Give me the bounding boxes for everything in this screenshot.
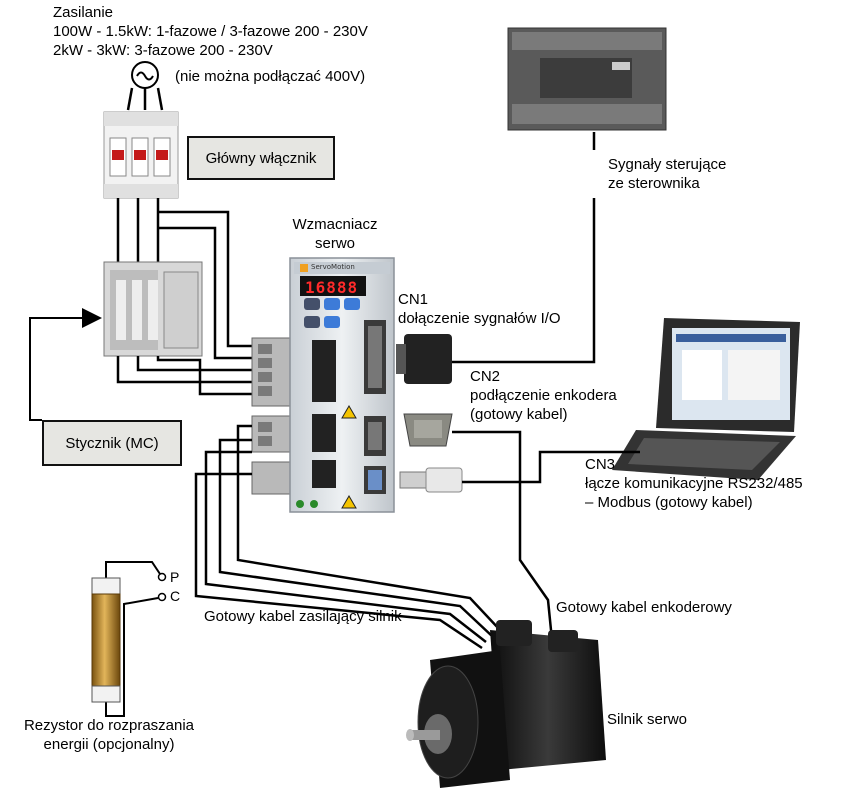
amplifier-label: Wzmacniacz serwo xyxy=(292,216,378,252)
contactor-label: Stycznik (MC) xyxy=(42,420,182,466)
contactor-icon xyxy=(103,261,203,357)
main-switch-label: Główny włącznik xyxy=(187,136,335,180)
drive-display: 16888 xyxy=(305,278,359,297)
breaker-wires xyxy=(116,198,160,270)
ac-source-icon xyxy=(126,61,164,111)
control-signals-label: Sygnały sterujące ze sterownika xyxy=(608,156,727,192)
encoder-cable xyxy=(452,430,554,641)
laptop-icon xyxy=(612,318,800,480)
cn2-plug-icon xyxy=(403,413,453,447)
power-feed-wires xyxy=(158,210,262,360)
cn3-label: CN3 łącze komunikacyjne RS232/485 – Modb… xyxy=(585,456,803,511)
main-breaker-icon xyxy=(103,111,179,199)
motor-power-cable xyxy=(194,424,501,650)
servo-amplifier-icon xyxy=(289,257,395,513)
cn1-label: CN1 dołączenie sygnałów I/O xyxy=(398,291,561,327)
power-supply-label: Zasilanie 100W - 1.5kW: 1-fazowe / 3-faz… xyxy=(53,4,368,59)
contactor-wires xyxy=(116,356,262,396)
servo-motor-icon xyxy=(406,620,606,788)
braking-resistor-icon xyxy=(91,561,167,717)
cn2-label: CN2 podłączenie enkodera (gotowy kabel) xyxy=(470,368,617,423)
plc-controller-icon xyxy=(507,27,667,131)
power-note-label: (nie można podłączać 400V) xyxy=(175,68,366,85)
control-signal-cable xyxy=(450,132,596,364)
communication-cable xyxy=(462,450,640,484)
contactor-control-arrow xyxy=(29,308,102,421)
drive-brand: ServoMotion xyxy=(311,263,355,271)
motor-cable-label: Gotowy kabel zasilający silnik xyxy=(204,608,402,625)
encoder-cable-label: Gotowy kabel enkoderowy xyxy=(556,599,732,616)
resistor-label: Rezystor do rozpraszania energii (opcjon… xyxy=(23,717,195,753)
terminal-p-label: P xyxy=(170,569,180,585)
cn3-usb-plug-icon xyxy=(399,467,463,493)
cn1-plug-icon xyxy=(396,334,452,384)
terminal-c-label: C xyxy=(170,588,181,604)
motor-label: Silnik serwo xyxy=(607,711,688,728)
